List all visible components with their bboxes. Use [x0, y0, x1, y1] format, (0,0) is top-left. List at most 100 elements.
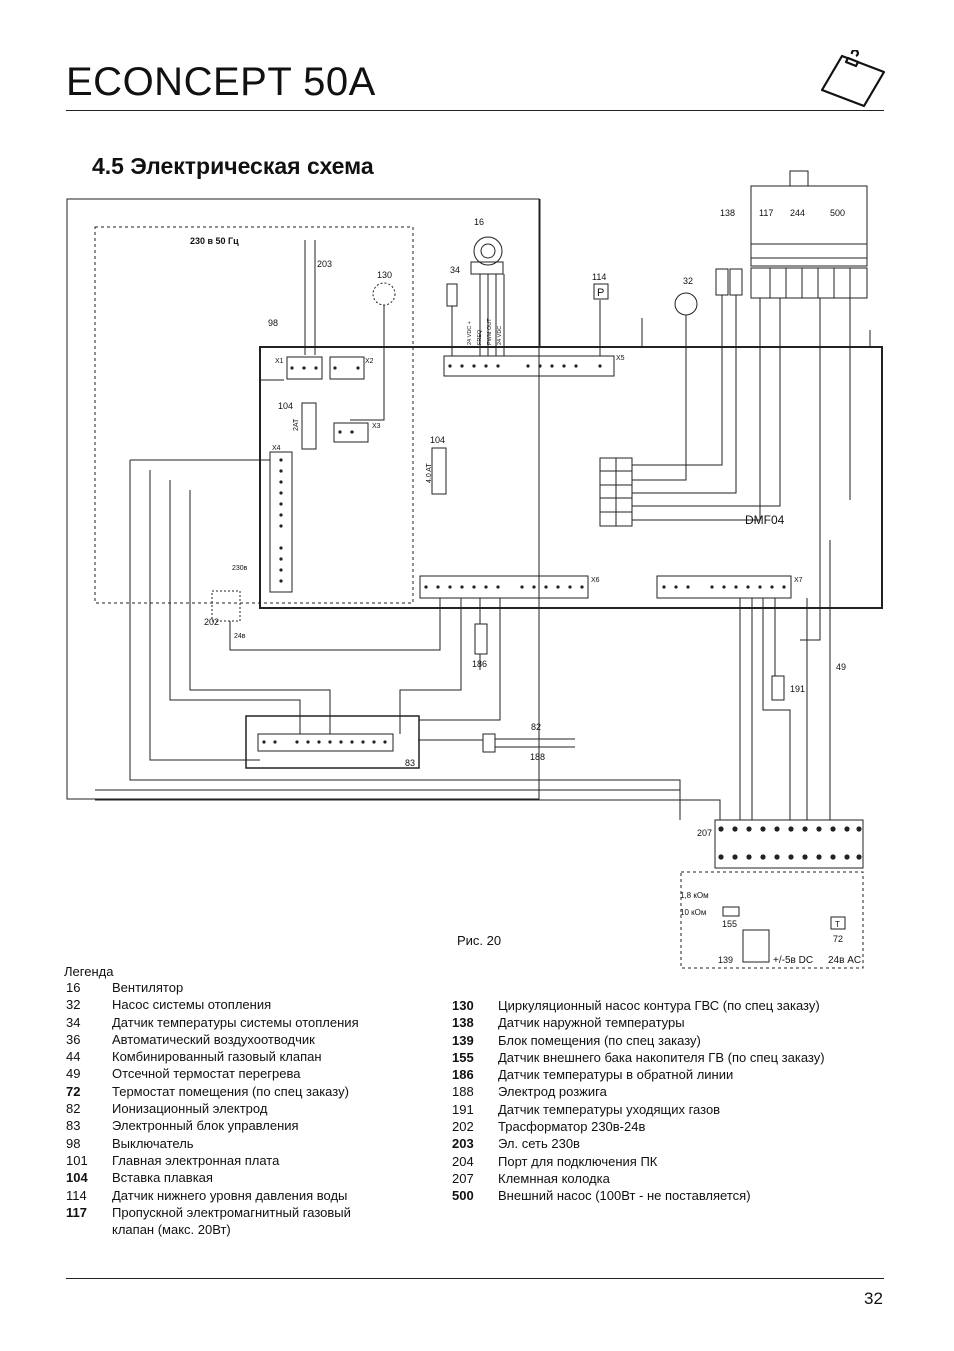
legend-item-number: 204: [452, 1153, 474, 1169]
footer-rule: [66, 1278, 884, 1279]
legend-item-number: 34: [66, 1014, 81, 1030]
legend-item: 500 Внешний насос (100Вт - не поставляетс…: [452, 1187, 825, 1204]
legend-item-description: Электронный блок управления: [112, 1118, 299, 1134]
legend-item-number: 101: [66, 1152, 88, 1168]
legend-item-description: Термостат помещения (по спец заказу): [112, 1083, 349, 1099]
legend-item-number: 36: [66, 1031, 81, 1047]
legend-item-description: Циркуляционный насос контура ГВС (по спе…: [498, 998, 820, 1013]
legend-item: 104 Вставка плавкая: [66, 1169, 359, 1186]
legend-item-description: Эл. сеть 230в: [498, 1136, 580, 1152]
label-16: 16: [474, 217, 484, 227]
legend-item: 101 Главная электронная плата: [66, 1152, 359, 1169]
legend-item-number: 139: [452, 1032, 474, 1048]
label-dc5: +/-5в DC: [773, 955, 813, 966]
legend-item-description: Вентилятор: [112, 980, 184, 995]
label-82: 82: [531, 722, 541, 732]
legend-item-number: 104: [66, 1170, 88, 1186]
label-207: 207: [697, 828, 712, 838]
legend-item-number: 130: [452, 998, 474, 1013]
label-202: 202: [204, 617, 219, 627]
label-191: 191: [790, 684, 805, 694]
legend-item-description: Датчик температуры в обратной линии: [498, 1067, 734, 1083]
legend-item: 82 Ионизационный электрод: [66, 1100, 359, 1117]
legend-item-number: 202: [452, 1119, 474, 1135]
label-130: 130: [377, 270, 392, 280]
legend-item-description: Отсечной термостат перегрева: [112, 1066, 301, 1082]
label-138: 138: [720, 208, 735, 218]
label-24v: 24в: [234, 633, 246, 640]
legend-item-number: 500: [452, 1188, 474, 1204]
label-x5: X5: [616, 355, 625, 362]
label-203: 203: [317, 259, 332, 269]
legend-item-description: клапан (макс. 20Вт): [112, 1222, 231, 1238]
label-p-mark: P: [597, 287, 604, 299]
label-t-mark: T: [835, 920, 840, 929]
legend-item-description: Датчик температуры уходящих газов: [498, 1101, 721, 1117]
label-pwmout: PWM OUT: [487, 318, 493, 345]
label-freq: FREQ: [477, 329, 483, 345]
legend-item: 72 Термостат помещения (по спец заказу): [66, 1083, 359, 1100]
label-vdc24a: 24 VDC +: [467, 321, 473, 345]
legend-item-description: Автоматический воздухоотводчик: [112, 1031, 315, 1047]
legend-item-number: 98: [66, 1135, 81, 1151]
legend-item-description: Внешний насос (100Вт - не поставляется): [498, 1188, 751, 1204]
legend-item-number: 72: [66, 1083, 81, 1099]
legend-item-number: 16: [66, 980, 81, 995]
label-x1: X1: [275, 358, 284, 365]
label-fuse-2at: 2AT: [293, 418, 300, 431]
legend-item: клапан (макс. 20Вт): [66, 1221, 359, 1238]
legend-item-description: Датчик температуры системы отопления: [112, 1014, 359, 1030]
legend-item-description: Вставка плавкая: [112, 1170, 213, 1186]
legend-item: 130 Циркуляционный насос контура ГВС (по …: [452, 997, 825, 1014]
legend-item: 186 Датчик температуры в обратной линии: [452, 1066, 825, 1083]
legend-item-number: 188: [452, 1084, 474, 1100]
legend-item-number: 114: [66, 1187, 87, 1203]
label-117: 117: [759, 208, 773, 218]
label-18kohm: 1,8 кОм: [680, 891, 709, 900]
section-title: 4.5 Электрическая схема: [92, 153, 374, 179]
legend-item-description: Пропускной электромагнитный газовый: [112, 1204, 351, 1220]
legend-item-number: 191: [452, 1101, 474, 1117]
legend-item: 204 Порт для подключения ПК: [452, 1153, 825, 1170]
legend-heading: Легенда: [64, 964, 114, 979]
legend-item: 191 Датчик температуры уходящих газов: [452, 1101, 825, 1118]
wiring-diagram: 230 в 50 Гц DMF04 203 130 34 16 114 32 1…: [66, 170, 883, 969]
clipboard-icon: [820, 50, 886, 108]
label-500: 500: [830, 208, 845, 218]
legend-item-number: 203: [452, 1136, 474, 1152]
label-board: DMF04: [745, 513, 785, 527]
label-49: 49: [836, 662, 846, 672]
legend-item: 83 Электронный блок управления: [66, 1117, 359, 1134]
legend-item: 34 Датчик температуры системы отопления: [66, 1014, 359, 1031]
legend-item: 117 Пропускной электромагнитный газовый: [66, 1204, 359, 1221]
legend-item-number: 83: [66, 1118, 81, 1134]
legend-item-description: Порт для подключения ПК: [498, 1153, 658, 1169]
legend-item-description: Ионизационный электрод: [112, 1101, 268, 1117]
legend-item-description: Главная электронная плата: [112, 1152, 280, 1168]
label-x6: X6: [591, 577, 600, 584]
label-186: 186: [472, 659, 487, 669]
label-x4: X4: [272, 445, 281, 452]
figure-caption: Рис. 20: [457, 933, 502, 948]
label-32: 32: [683, 276, 693, 286]
legend-right-column: 130 Циркуляционный насос контура ГВС (по …: [452, 997, 825, 1205]
legend-item-description: Блок помещения (по спец заказу): [498, 1032, 701, 1048]
legend-item-number: 117: [66, 1204, 87, 1220]
legend-item-number: 155: [452, 1049, 474, 1065]
legend-item-number: 82: [66, 1101, 81, 1117]
header-rule: [66, 110, 884, 111]
label-x7: X7: [794, 577, 803, 584]
legend-item-description: Комбинированный газовый клапан: [112, 1049, 322, 1065]
legend-item-number: 207: [452, 1170, 474, 1186]
legend-item-number: 186: [452, 1067, 474, 1083]
label-34: 34: [450, 265, 460, 275]
